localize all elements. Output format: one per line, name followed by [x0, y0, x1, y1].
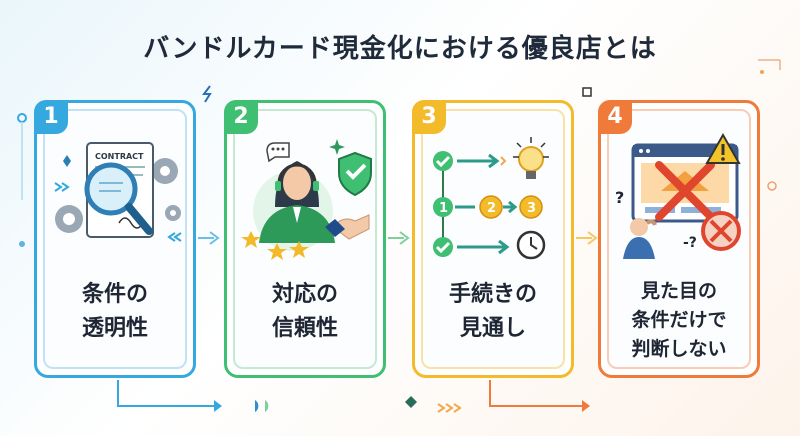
card-label: 見た目の 条件だけで 判断しない [631, 280, 727, 360]
step-number: 2 [487, 201, 496, 216]
contract-text: CONTRACT [95, 152, 144, 161]
card-label: 手続きの 見通し [448, 282, 537, 341]
process-steps-icon: 1 2 3 [433, 137, 549, 260]
svg-text:-?: -? [683, 235, 697, 251]
contract-magnifier-icon: CONTRACT [54, 142, 182, 242]
svg-text:?: ? [615, 188, 624, 207]
warning-browser-icon: ? -? [615, 132, 741, 259]
arrow-right-icon [576, 231, 598, 245]
arrow-right-icon [198, 231, 220, 245]
card-number: 1 [34, 100, 68, 134]
card-number: 3 [412, 100, 446, 134]
card-outlook: 3 1 2 3 手続きの 見通し [412, 100, 574, 378]
card-caution: 4 ? -? 見た目の 条件だけで 判断しない [598, 100, 760, 378]
step-number: 1 [439, 201, 448, 216]
support-agent-icon [241, 139, 372, 260]
card-number: 4 [598, 100, 632, 134]
step-number: 3 [527, 201, 536, 216]
card-label: 対応の 信頼性 [271, 282, 338, 341]
card-number: 2 [224, 100, 258, 134]
page-title: バンドルカード現金化における優良店とは [143, 34, 657, 64]
arrow-right-icon [388, 231, 410, 245]
card-label: 条件の 透明性 [81, 282, 148, 341]
card-reliability: 2 対応の 信頼性 [224, 100, 386, 378]
card-transparency: 1 CONTRACT 条件の 透明性 [34, 100, 196, 378]
